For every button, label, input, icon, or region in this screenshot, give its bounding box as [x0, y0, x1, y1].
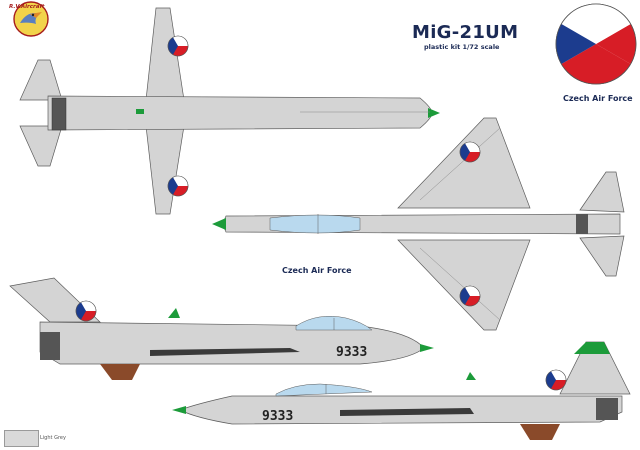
top-view-wing-lower	[145, 125, 185, 215]
czech-roundel-large	[555, 3, 637, 85]
bottom-view-wing-lower	[397, 239, 531, 331]
side-view-left: 9333	[9, 277, 434, 380]
top-view-fuselage	[47, 95, 433, 131]
side-view-left-serial: 9333	[336, 345, 367, 360]
roundel-caption: Czech Air Force	[563, 94, 633, 103]
side-view-right-serial: 9333	[262, 409, 293, 424]
color-swatch-label: Light Grey	[40, 435, 66, 441]
page-subtitle: plastic kit 1/72 scale	[424, 43, 500, 51]
top-view	[19, 7, 440, 215]
bottom-view-wing-upper	[397, 117, 531, 209]
page-title: MiG-21UM	[412, 22, 519, 43]
side-view-right: 9333	[172, 341, 631, 440]
bottom-view	[212, 117, 625, 331]
side-view-caption: Czech Air Force	[282, 266, 352, 275]
color-swatch-light-grey	[4, 430, 39, 447]
logo	[13, 1, 49, 37]
logo-text: R.V.Aircraft	[9, 4, 45, 10]
